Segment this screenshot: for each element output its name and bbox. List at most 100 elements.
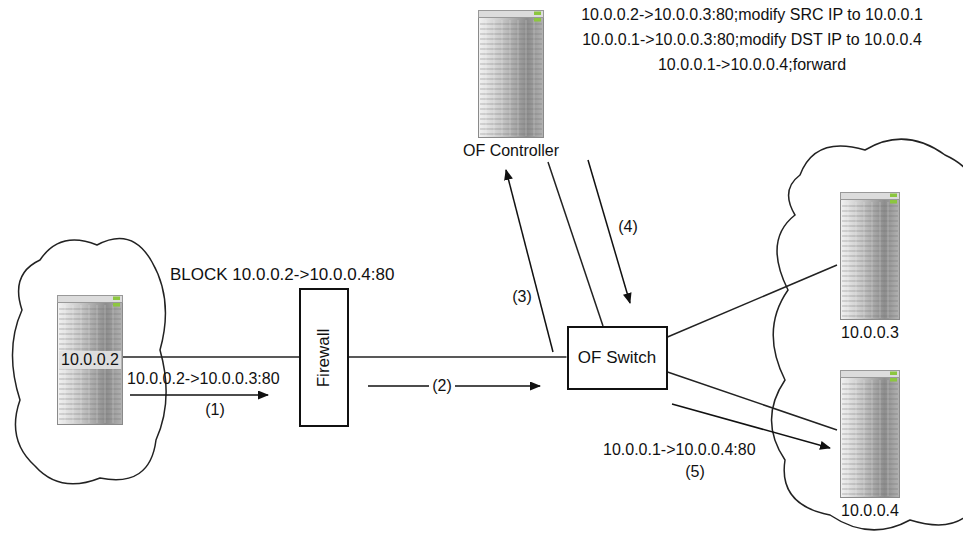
server-node: OF Controller [459, 10, 564, 162]
server-slot [842, 389, 898, 390]
server-slot [842, 216, 898, 217]
server-slot [480, 34, 542, 35]
server-slot [480, 109, 542, 110]
server-slot [842, 286, 898, 287]
server-node: 10.0.0.4 [837, 370, 903, 522]
status-light [113, 303, 120, 307]
server-slot [480, 79, 542, 80]
server-slot [59, 394, 121, 395]
server-slot [842, 271, 898, 272]
server-slot [848, 202, 849, 318]
callout-number: (5) [685, 463, 705, 481]
server-slot [59, 379, 121, 380]
server-body [841, 198, 900, 320]
server-slot [842, 459, 898, 460]
server-slot [842, 429, 898, 430]
server-slot [480, 39, 542, 40]
server-slot [842, 434, 898, 435]
process-box: Firewall [299, 288, 349, 427]
server-slot [59, 344, 121, 345]
status-light [113, 297, 120, 301]
server-slot [864, 380, 865, 496]
server-slot [480, 74, 542, 75]
server-slot [842, 296, 898, 297]
server-slot [842, 241, 898, 242]
server-slot [848, 380, 849, 496]
server-slot [59, 309, 121, 310]
server-slot [842, 251, 898, 252]
server-slot [842, 414, 898, 415]
callout-number: (4) [618, 218, 638, 236]
server-top [841, 193, 900, 200]
server-icon [478, 10, 544, 138]
server-slot [59, 324, 121, 325]
server-slot [842, 494, 898, 495]
status-light [534, 18, 541, 22]
server-slot [872, 202, 873, 318]
server-label: 10.0.0.2 [59, 351, 121, 369]
server-slot [842, 424, 898, 425]
server-slot [59, 414, 121, 415]
server-slot [842, 484, 898, 485]
server-slot [480, 119, 542, 120]
flow-rule: 10.0.0.1->10.0.0.4;forward [658, 56, 846, 74]
server-slot [842, 404, 898, 405]
server-slot [486, 20, 487, 136]
server-slot [59, 329, 121, 330]
server-slot [856, 202, 857, 318]
connector-line [668, 372, 838, 430]
server-slot [842, 291, 898, 292]
server-slot [842, 256, 898, 257]
server-slot [842, 276, 898, 277]
server-slot [842, 489, 898, 490]
server-slot [842, 236, 898, 237]
server-slot [59, 339, 121, 340]
firewall-rule: BLOCK 10.0.0.2->10.0.0.4:80 [170, 265, 394, 285]
server-slot [880, 380, 881, 496]
callout-number: (3) [512, 288, 532, 306]
flow-arrow [506, 170, 553, 352]
server-slot [842, 246, 898, 247]
status-light [890, 200, 897, 204]
server-slot [59, 314, 121, 315]
server-slot [842, 384, 898, 385]
server-slot [480, 64, 542, 65]
server-label: 10.0.0.3 [841, 324, 899, 342]
server-slot [842, 211, 898, 212]
server-slot [480, 69, 542, 70]
server-top [479, 11, 544, 18]
server-slot [842, 449, 898, 450]
server-slot [842, 399, 898, 400]
server-slot [842, 231, 898, 232]
server-top [58, 296, 123, 303]
server-slot [856, 380, 857, 496]
server-slot [480, 44, 542, 45]
server-slot [872, 380, 873, 496]
server-icon [840, 370, 900, 498]
connector-line [349, 356, 567, 358]
connector-line [548, 162, 603, 326]
box-label: Firewall [314, 328, 334, 387]
process-box: OF Switch [567, 326, 668, 390]
server-slot [842, 469, 898, 470]
server-node: 10.0.0.2 [57, 295, 123, 425]
server-slot [842, 409, 898, 410]
server-slot [59, 374, 121, 375]
packet-label: 10.0.0.1->10.0.0.4:80 [603, 441, 756, 459]
server-label: OF Controller [463, 142, 559, 160]
server-slot [480, 129, 542, 130]
server-slot [842, 474, 898, 475]
network-cloud [12, 238, 166, 483]
server-slot [864, 202, 865, 318]
server-slot [526, 20, 527, 136]
server-slot [842, 261, 898, 262]
server-slot [888, 380, 889, 496]
connector-line [123, 356, 299, 358]
server-slot [59, 419, 121, 420]
server-slot [842, 221, 898, 222]
server-slot [480, 134, 542, 135]
server-slot [494, 20, 495, 136]
server-slot [480, 114, 542, 115]
connector-line [668, 265, 838, 337]
